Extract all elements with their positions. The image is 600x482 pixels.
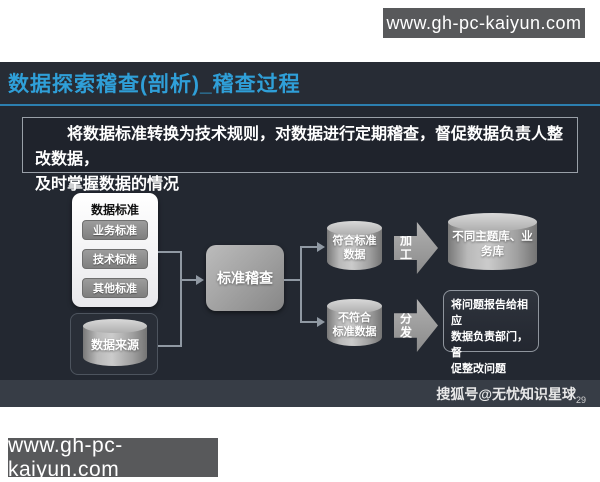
connector-into-conform	[302, 246, 318, 248]
summary-text-box: 将数据标准转换为技术规则，对数据进行定期稽查，督促数据负责人整改数据， 及时掌握…	[22, 117, 578, 193]
page-number: 29	[575, 395, 586, 405]
connector-right-vertical	[300, 246, 302, 323]
arrowhead-into-conform	[317, 242, 325, 252]
watermark-top-text: www.gh-pc-kaiyun.com	[386, 12, 582, 33]
watermark-top: www.gh-pc-kaiyun.com	[383, 8, 585, 38]
connector-left-vertical	[180, 251, 182, 347]
slide-footer-bar: 搜狐号@无忧知识星球29	[0, 380, 600, 407]
connector-datasource-out	[158, 345, 182, 347]
database-icon: 数据来源	[83, 319, 147, 366]
standards-panel-title: 数据标准	[90, 203, 139, 217]
slide-title-bar: 数据探索稽查(剖析)_稽查过程	[0, 62, 600, 106]
target-database-cylinder-icon: 不同主题库、业 务库	[448, 213, 537, 270]
connector-audit-out	[284, 279, 302, 281]
watermark-bottom-text: www.gh-pc-kaiyun.com	[8, 433, 123, 481]
standards-panel: 数据标准 业务标准 技术标准 其他标准	[72, 193, 158, 307]
watermark-bottom: www.gh-pc-kaiyun.com	[8, 434, 218, 481]
conform-data-cylinder-icon: 符合标准 数据	[327, 221, 382, 270]
page-title: 数据探索稽查(剖析)_稽查过程	[8, 73, 301, 96]
summary-line-2: 及时掌握数据的情况	[35, 176, 180, 193]
connector-standards-out	[158, 251, 182, 253]
nonconform-data-label: 不符合 标准数据	[332, 312, 377, 338]
datasource-label: 数据来源	[90, 338, 139, 352]
slide-canvas: 数据探索稽查(剖析)_稽查过程 将数据标准转换为技术规则，对数据进行定期稽查，督…	[0, 62, 600, 407]
process-block-arrow-icon: 加工	[394, 222, 438, 274]
process-arrow-label: 加工	[398, 234, 413, 262]
distribute-arrow-label: 分发	[398, 311, 413, 340]
datasource-panel: 数据来源	[70, 313, 158, 375]
audit-process-box: 标准稽查	[206, 245, 284, 311]
connector-into-nonconform	[302, 321, 318, 323]
target-database-label: 不同主题库、业 务库	[452, 231, 533, 258]
arrowhead-into-nonconform	[317, 317, 325, 327]
standard-item-technical: 技术标准	[82, 249, 148, 269]
standard-item-other: 其他标准	[82, 278, 148, 298]
nonconform-data-cylinder-icon: 不符合 标准数据	[327, 299, 382, 346]
footer-credit-text: 搜狐号@无忧知识星球	[436, 386, 576, 402]
report-action-box: 将问题报告给相应 数据负责部门，督 促整改问题	[443, 290, 539, 375]
standard-item-business: 业务标准	[82, 220, 148, 240]
summary-line-1: 将数据标准转换为技术规则，对数据进行定期稽查，督促数据负责人整改数据，	[35, 126, 564, 168]
conform-data-label: 符合标准 数据	[332, 235, 377, 261]
arrowhead-into-audit	[196, 275, 204, 285]
footer-credit: 搜狐号@无忧知识星球29	[436, 384, 586, 405]
distribute-block-arrow-icon: 分发	[394, 299, 438, 352]
connector-into-audit	[180, 279, 198, 281]
